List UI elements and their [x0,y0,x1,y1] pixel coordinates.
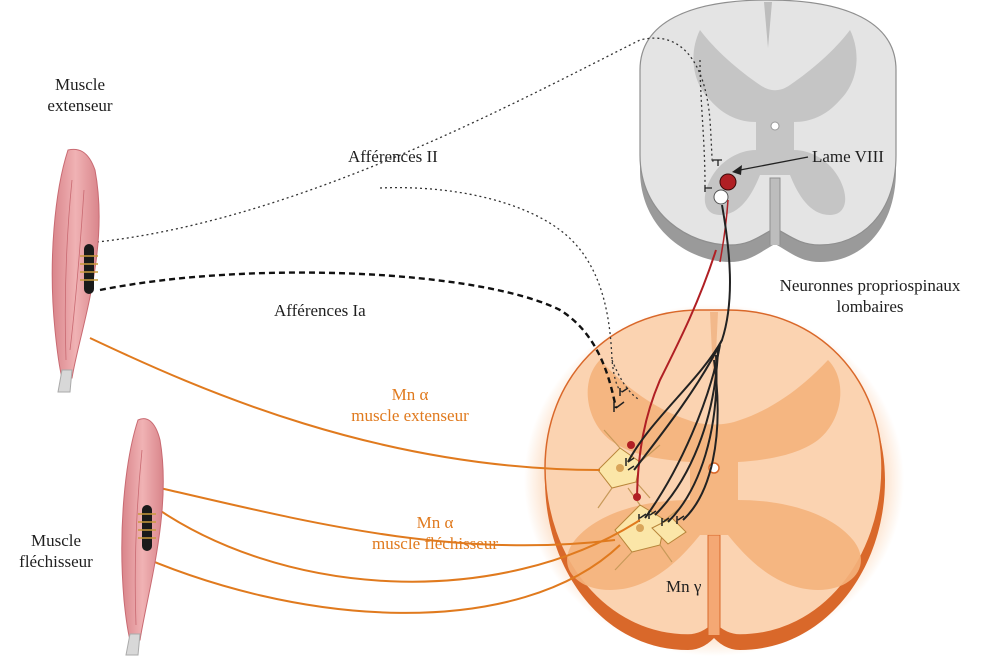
propriospinal-line2: lombaires [760,296,980,317]
mn-gamma-label: Mn γ [666,576,701,597]
lame-viii-label: Lame VIII [812,146,884,167]
muscle-extensor-label: Muscle extenseur [30,74,130,116]
white-neuron [714,190,728,204]
afferences-ii-label: Afférences II [348,146,438,167]
muscle-extensor-line2: extenseur [30,95,130,116]
propriospinal-neurons-label: Neuronnes propriospinaux lombaires [760,275,980,317]
mn-alpha-extensor-label: Mn α muscle extenseur [330,384,490,426]
muscle-flexor-line2: fléchisseur [6,551,106,572]
extensor-spindle [84,244,94,294]
flexor-muscle [122,419,163,655]
mn-alpha-flexor-line2: muscle fléchisseur [345,533,525,554]
propriospinal-line1: Neuronnes propriospinaux [760,275,980,296]
flexor-spindle [142,505,152,551]
extensor-muscle [52,149,99,392]
red-neuron [720,174,736,190]
mn-alpha-extensor-line1: Mn α [330,384,490,405]
muscle-extensor-line1: Muscle [30,74,130,95]
upper-spinal-cord-section [640,0,896,262]
mn-alpha-flexor-label: Mn α muscle fléchisseur [345,512,525,554]
afferences-ia-label: Afférences Ia [274,300,366,321]
muscle-flexor-line1: Muscle [6,530,106,551]
mn-alpha-flexor-line1: Mn α [345,512,525,533]
muscle-flexor-label: Muscle fléchisseur [6,530,106,572]
mn-alpha-extensor-line2: muscle extenseur [330,405,490,426]
